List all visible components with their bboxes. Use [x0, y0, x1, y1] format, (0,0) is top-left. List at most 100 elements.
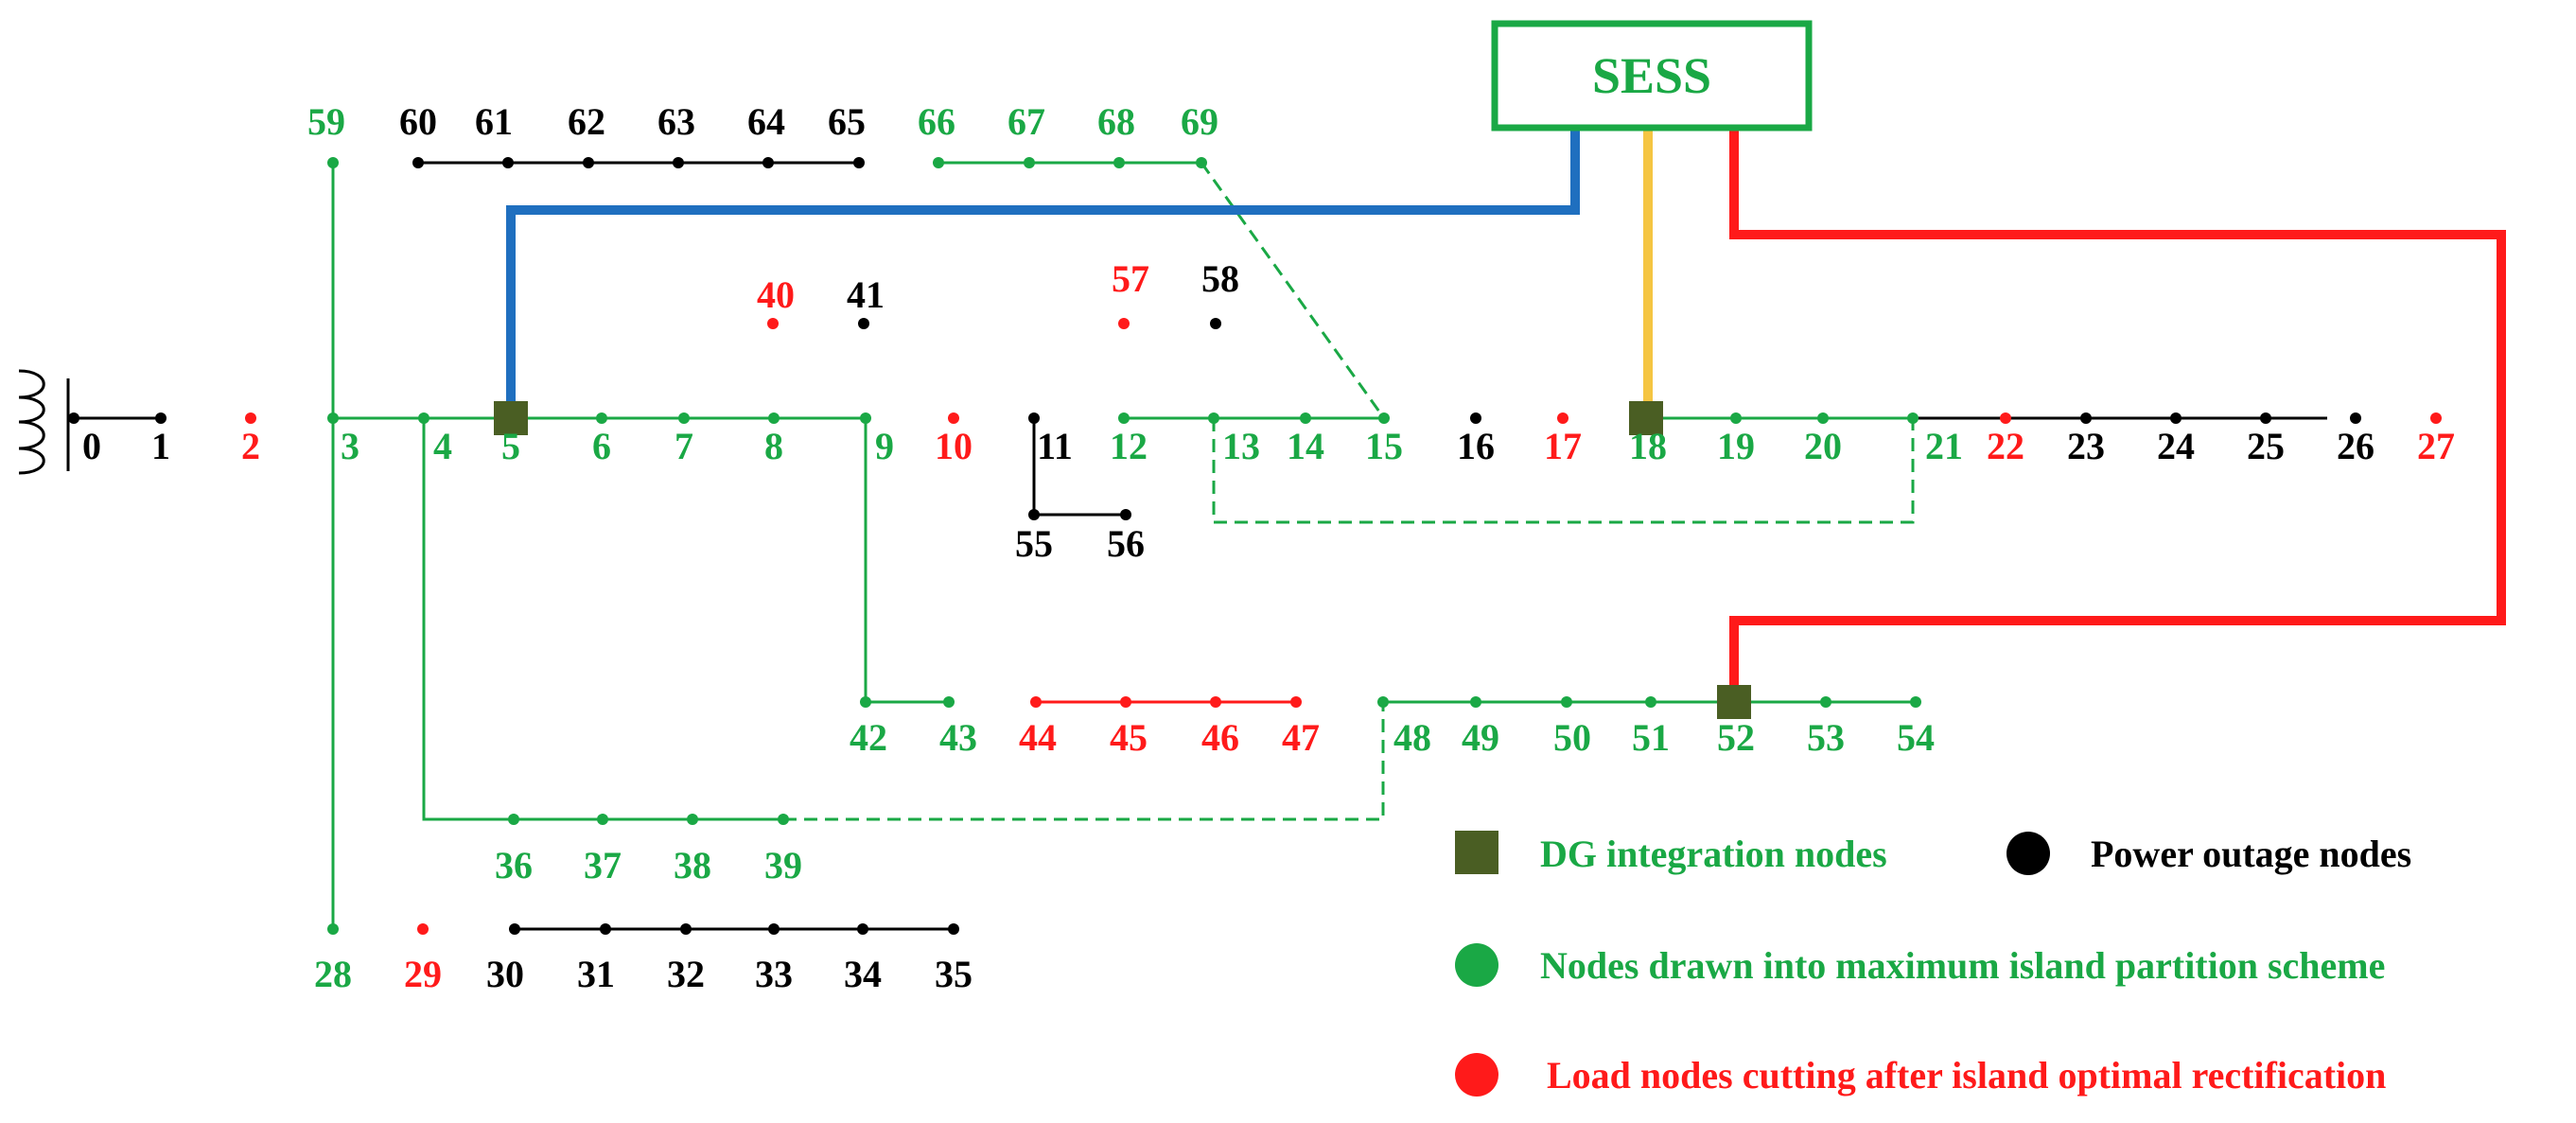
node-0 — [68, 412, 79, 424]
node-label-57: 57 — [1112, 257, 1149, 300]
node-label-61: 61 — [475, 100, 513, 143]
node-label-64: 64 — [747, 100, 785, 143]
node-42 — [860, 696, 871, 708]
node-13 — [1208, 412, 1219, 424]
node-label-37: 37 — [584, 844, 622, 886]
node-23 — [2080, 412, 2092, 424]
legend-cut-label: Load nodes cutting after island optimal … — [1547, 1054, 2386, 1097]
node-45 — [1120, 696, 1131, 708]
dg-marker-node-18 — [1629, 401, 1663, 435]
node-59 — [327, 157, 339, 168]
node-label-49: 49 — [1462, 716, 1499, 759]
node-60 — [412, 157, 424, 168]
node-67 — [1024, 157, 1035, 168]
node-21 — [1907, 412, 1919, 424]
node-10 — [948, 412, 959, 424]
node-label-5: 5 — [501, 425, 520, 467]
node-49 — [1470, 696, 1481, 708]
node-61 — [502, 157, 514, 168]
outage-branches — [74, 161, 2327, 931]
node-15 — [1378, 412, 1390, 424]
node-39 — [778, 814, 789, 825]
node-label-59: 59 — [307, 100, 345, 143]
sess-label: SESS — [1592, 47, 1711, 104]
node-label-67: 67 — [1008, 100, 1045, 143]
node-16 — [1470, 412, 1481, 424]
node-label-34: 34 — [844, 953, 882, 995]
node-label-58: 58 — [1201, 257, 1239, 300]
node-label-19: 19 — [1717, 425, 1755, 467]
node-label-44: 44 — [1019, 716, 1057, 759]
node-38 — [687, 814, 698, 825]
node-36 — [508, 814, 519, 825]
node-40 — [767, 318, 779, 329]
node-label-66: 66 — [918, 100, 955, 143]
node-32 — [680, 923, 692, 935]
node-62 — [583, 157, 594, 168]
node-label-51: 51 — [1632, 716, 1670, 759]
node-55 — [1028, 509, 1040, 520]
node-30 — [509, 923, 520, 935]
node-34 — [857, 923, 868, 935]
node-44 — [1030, 696, 1042, 708]
node-26 — [2350, 412, 2361, 424]
node-label-50: 50 — [1553, 716, 1591, 759]
node-27 — [2430, 412, 2442, 424]
node-label-54: 54 — [1897, 716, 1935, 759]
node-37 — [597, 814, 608, 825]
node-label-65: 65 — [828, 100, 866, 143]
node-label-46: 46 — [1201, 716, 1239, 759]
node-label-69: 69 — [1181, 100, 1218, 143]
node-label-25: 25 — [2247, 425, 2285, 467]
node-label-16: 16 — [1457, 425, 1495, 467]
sess-line-red — [1729, 125, 2506, 702]
sess-box: SESS — [1491, 20, 1813, 132]
node-57 — [1118, 318, 1130, 329]
node-label-10: 10 — [935, 425, 973, 467]
node-41 — [858, 318, 869, 329]
node-label-22: 22 — [1987, 425, 2024, 467]
legend-outage-label: Power outage nodes — [2091, 833, 2411, 875]
node-12 — [1118, 412, 1130, 424]
legend-island-label: Nodes drawn into maximum island partitio… — [1540, 944, 2385, 987]
node-9 — [860, 412, 871, 424]
node-1 — [155, 412, 166, 424]
node-label-47: 47 — [1282, 716, 1320, 759]
node-35 — [948, 923, 959, 935]
node-3 — [327, 412, 339, 424]
node-47 — [1290, 696, 1302, 708]
node-label-32: 32 — [667, 953, 705, 995]
node-label-41: 41 — [847, 273, 885, 316]
node-43 — [943, 696, 955, 708]
node-8 — [768, 412, 780, 424]
node-56 — [1120, 509, 1131, 520]
node-51 — [1645, 696, 1656, 708]
node-label-28: 28 — [314, 953, 352, 995]
node-label-53: 53 — [1807, 716, 1845, 759]
node-label-23: 23 — [2067, 425, 2105, 467]
node-label-39: 39 — [764, 844, 802, 886]
node-label-6: 6 — [592, 425, 611, 467]
node-24 — [2170, 412, 2182, 424]
node-label-60: 60 — [399, 100, 437, 143]
node-6 — [596, 412, 607, 424]
node-label-29: 29 — [404, 953, 442, 995]
legend-outage-marker — [2006, 832, 2050, 875]
node-label-38: 38 — [674, 844, 711, 886]
node-label-11: 11 — [1037, 425, 1073, 467]
transformer-icon — [18, 369, 70, 475]
node-69 — [1196, 157, 1207, 168]
node-53 — [1820, 696, 1831, 708]
node-58 — [1210, 318, 1221, 329]
node-label-7: 7 — [675, 425, 693, 467]
node-label-43: 43 — [939, 716, 977, 759]
node-2 — [245, 412, 256, 424]
node-label-9: 9 — [875, 425, 894, 467]
node-label-26: 26 — [2337, 425, 2374, 467]
sess-line-blue — [506, 125, 1580, 418]
node-label-21: 21 — [1925, 425, 1963, 467]
node-50 — [1561, 696, 1572, 708]
node-label-13: 13 — [1222, 425, 1260, 467]
